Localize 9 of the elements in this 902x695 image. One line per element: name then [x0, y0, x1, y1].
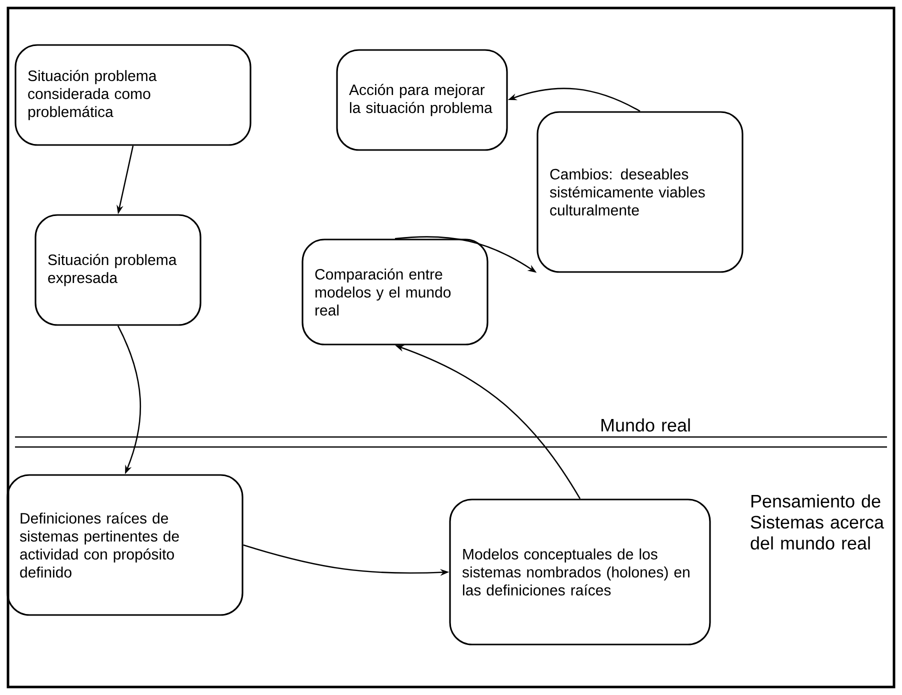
process-blob: Situación problema expresada [34, 214, 202, 326]
process-blob: Comparación entre modelos y el mundo real [302, 238, 488, 346]
process-blob: Modelos conceptuales de los sistemas nombrados (holones) en las definiciones raíces [449, 498, 711, 646]
region-label: Mundo real [601, 418, 690, 432]
process-blob: Acción para mejorar la situación problema [336, 49, 508, 151]
process-blob: Cambios: deseables sistémicamente viables culturalmente [536, 111, 744, 273]
process-blob: Situación problema considerada como problemática [14, 44, 252, 146]
region-label: Pensamiento de Sistemas acerca del mundo real [750, 494, 884, 550]
process-blob: Definiciones raíces de sistemas pertinentes de actividad con propósito definido [6, 474, 244, 616]
